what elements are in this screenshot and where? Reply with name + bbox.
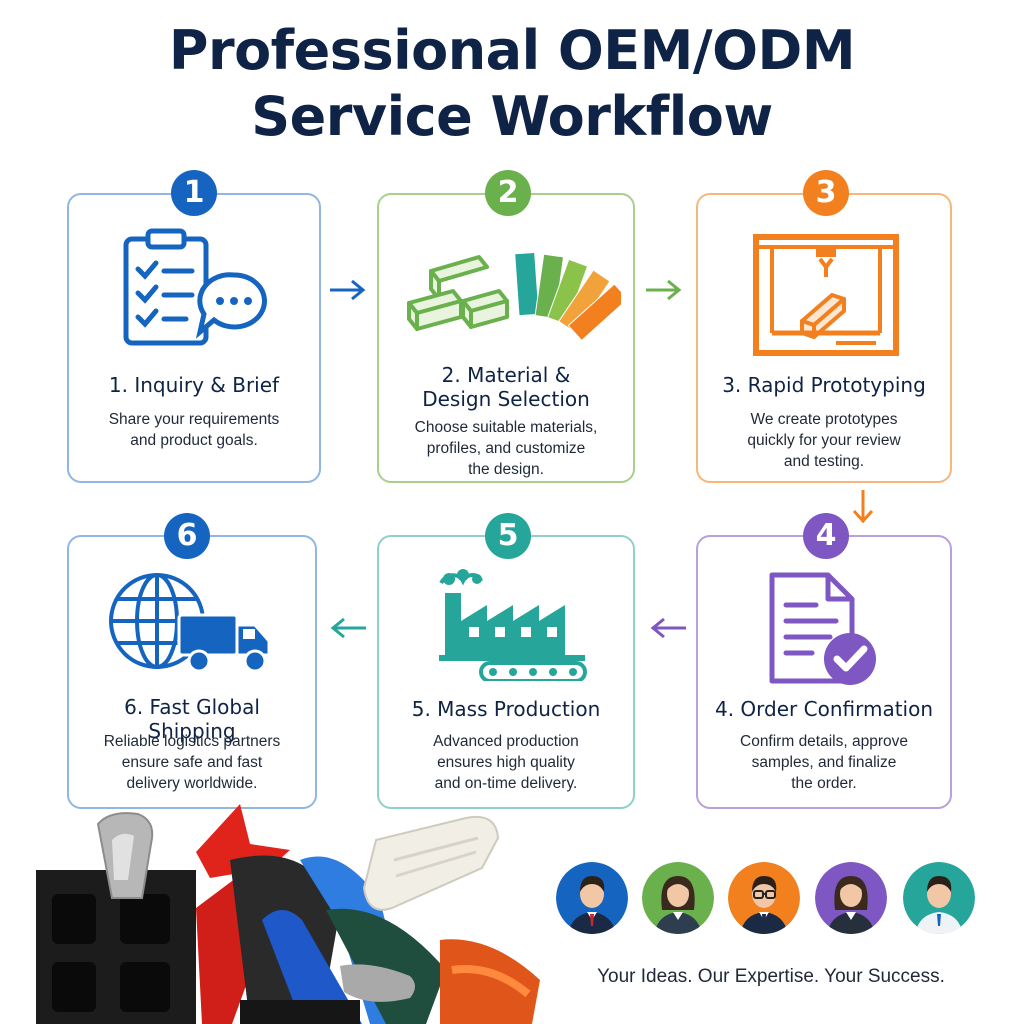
step-1-badge: 1 xyxy=(171,170,217,216)
team-avatar-4 xyxy=(815,862,887,934)
step-4-description: Confirm details, approve samples, and fi… xyxy=(740,733,908,792)
step-3-description: We create prototypes quickly for your re… xyxy=(747,411,901,470)
man-avatar-icon xyxy=(556,862,628,934)
clipboard-chat-icon xyxy=(123,228,267,346)
arrow-down-icon xyxy=(852,490,874,524)
step-1-title: 1. Inquiry & Brief xyxy=(108,373,280,397)
step-1-description: Share your requirements and product goal… xyxy=(108,411,280,449)
step-6-badge: 6 xyxy=(164,513,210,559)
team-avatar-1 xyxy=(556,862,628,934)
team-avatar-5 xyxy=(903,862,975,934)
step-2-title: 2. Material & Design Selection xyxy=(422,363,590,411)
arrow-right-icon xyxy=(330,279,366,301)
arrow-left-icon xyxy=(650,617,686,639)
team-avatar-3 xyxy=(728,862,800,934)
woman-avatar-icon xyxy=(815,862,887,934)
step-3-badge: 3 xyxy=(803,170,849,216)
step-card-1: 1. Inquiry & Brief Share your requiremen… xyxy=(67,193,321,483)
tagline: Your Ideas. Our Expertise. Your Success. xyxy=(597,966,945,987)
page-title: Professional OEM/ODM Service Workflow xyxy=(0,18,1024,150)
step-4-badge: 4 xyxy=(803,513,849,559)
step-3-title: 3. Rapid Prototyping xyxy=(722,373,926,397)
step-6-description: Reliable logistics partners ensure safe … xyxy=(103,733,281,792)
title-line-2: Service Workflow xyxy=(251,85,773,148)
man-glasses-avatar-icon xyxy=(728,862,800,934)
step-5-badge: 5 xyxy=(485,513,531,559)
step-4-title: 4. Order Confirmation xyxy=(714,697,934,721)
man-avatar-icon xyxy=(903,862,975,934)
3d-printer-icon xyxy=(753,234,899,356)
profiles-swatches-icon xyxy=(407,251,621,341)
step-card-4: 4. Order Confirmation Confirm details, a… xyxy=(696,535,952,809)
step-2-badge: 2 xyxy=(485,170,531,216)
step-card-5: 5. Mass Production Advanced production e… xyxy=(377,535,635,809)
step-2-description: Choose suitable materials, profiles, and… xyxy=(414,419,598,478)
step-card-6: 6. Fast Global Shipping Reliable logisti… xyxy=(67,535,317,809)
title-line-1: Professional OEM/ODM xyxy=(168,19,856,82)
arrow-right-icon xyxy=(646,279,682,301)
step-6-title: 6. Fast Global Shipping xyxy=(124,695,260,743)
team-avatar-2 xyxy=(642,862,714,934)
woman-avatar-icon xyxy=(642,862,714,934)
document-check-icon xyxy=(769,572,876,685)
globe-truck-icon xyxy=(109,573,271,673)
step-5-title: 5. Mass Production xyxy=(411,697,601,721)
step-card-2: 2. Material & Design Selection Choose su… xyxy=(377,193,635,483)
rubber-profiles-image xyxy=(36,804,540,1024)
step-5-description: Advanced production ensures high quality… xyxy=(433,733,579,792)
factory-conveyor-icon xyxy=(439,569,587,681)
step-card-3: 3. Rapid Prototyping We create prototype… xyxy=(696,193,952,483)
arrow-left-icon xyxy=(330,617,366,639)
